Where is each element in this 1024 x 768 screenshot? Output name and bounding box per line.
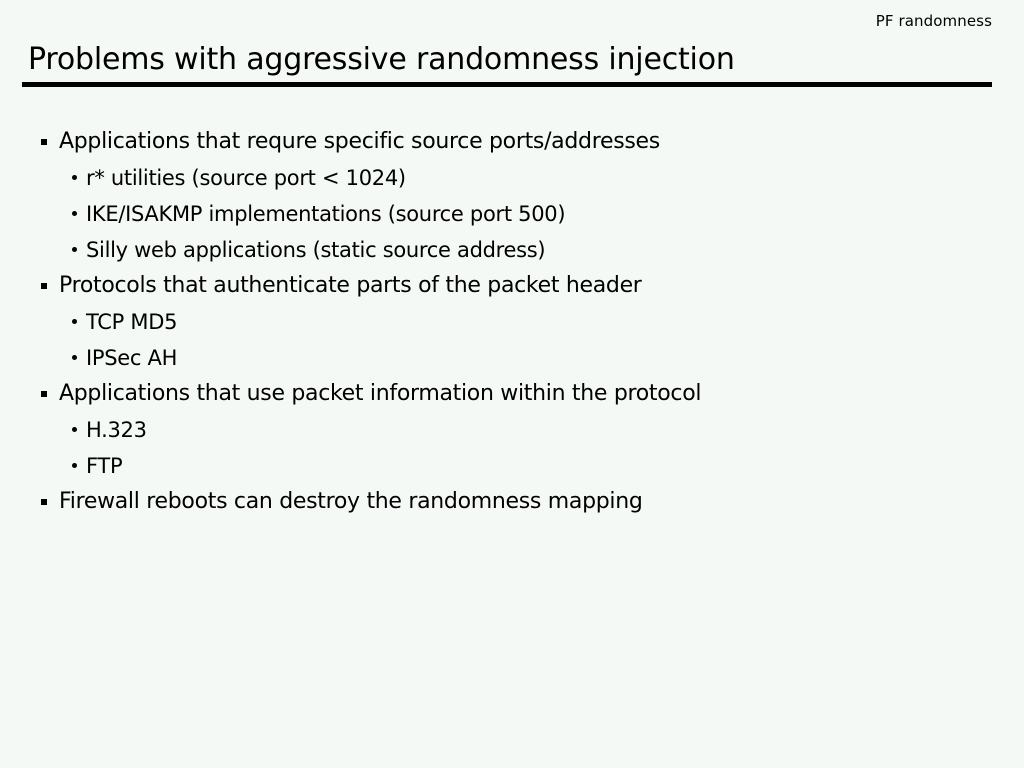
bullet-item: H.323	[0, 416, 1024, 452]
bullet-text: FTP	[86, 454, 123, 478]
dot-bullet-icon	[72, 175, 77, 180]
dot-bullet-icon	[72, 247, 77, 252]
dot-bullet-icon	[72, 319, 77, 324]
bullet-item: IKE/ISAKMP implementations (source port …	[0, 200, 1024, 236]
bullet-list: Applications that requre specific source…	[0, 128, 1024, 524]
dot-bullet-icon	[72, 211, 77, 216]
bullet-item: FTP	[0, 452, 1024, 488]
bullet-item: Protocols that authenticate parts of the…	[0, 272, 1024, 308]
square-bullet-icon	[41, 283, 47, 289]
bullet-item: Applications that use packet information…	[0, 380, 1024, 416]
bullet-text: Protocols that authenticate parts of the…	[59, 273, 642, 298]
bullet-text: IPSec AH	[86, 346, 178, 370]
running-header: PF randomness	[875, 12, 992, 30]
dot-bullet-icon	[72, 355, 77, 360]
bullet-item: IPSec AH	[0, 344, 1024, 380]
bullet-text: Applications that requre specific source…	[59, 129, 660, 154]
square-bullet-icon	[41, 391, 47, 397]
bullet-text: IKE/ISAKMP implementations (source port …	[86, 202, 566, 226]
bullet-text: TCP MD5	[86, 310, 178, 334]
title-divider-rule	[22, 82, 992, 87]
bullet-item: Silly web applications (static source ad…	[0, 236, 1024, 272]
bullet-item: TCP MD5	[0, 308, 1024, 344]
square-bullet-icon	[41, 139, 47, 145]
bullet-item: Applications that requre specific source…	[0, 128, 1024, 164]
square-bullet-icon	[41, 499, 47, 505]
bullet-text: Firewall reboots can destroy the randomn…	[59, 489, 643, 514]
bullet-text: r* utilities (source port < 1024)	[86, 166, 406, 190]
bullet-text: Applications that use packet information…	[59, 381, 702, 406]
dot-bullet-icon	[72, 427, 77, 432]
slide-title: Problems with aggressive randomness inje…	[28, 42, 735, 77]
bullet-item: r* utilities (source port < 1024)	[0, 164, 1024, 200]
bullet-text: H.323	[86, 418, 147, 442]
dot-bullet-icon	[72, 463, 77, 468]
bullet-text: Silly web applications (static source ad…	[86, 238, 546, 262]
bullet-item: Firewall reboots can destroy the randomn…	[0, 488, 1024, 524]
